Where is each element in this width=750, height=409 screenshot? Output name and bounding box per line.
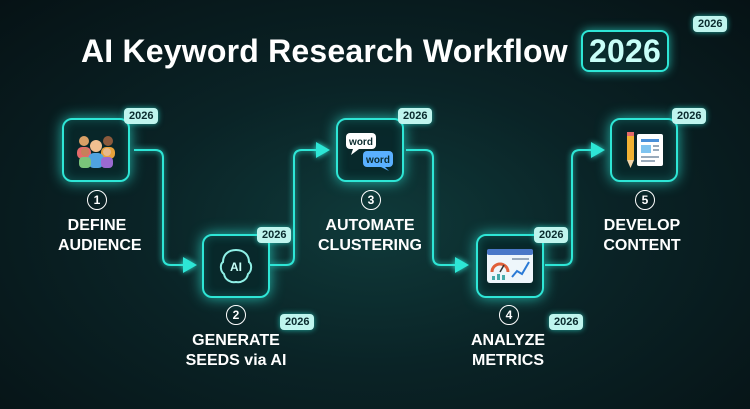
step-1-label-line2: AUDIENCE [58,237,142,254]
step-5-label-line1: DEVELOP [603,217,681,234]
step-4-number: 4 [499,305,519,325]
title-text: AI Keyword Research Workflow [80,33,568,69]
step-4-node [476,234,544,298]
step-1-node [62,118,130,182]
step-3-label-line2: CLUSTERING [318,237,422,254]
step-3-label-line1: AUTOMATE [325,217,415,234]
step-4-label-line2: METRICS [472,352,544,369]
word-bubble-2-text: word [365,155,390,166]
connector-4-5 [545,142,605,266]
step-3-node: word word [336,118,404,182]
step-2-node: AI [202,234,270,298]
step-3-label: AUTOMATE CLUSTERING [308,216,432,256]
document-pencil-icon [627,132,663,168]
audience-group-icon [77,136,115,168]
title-year: 2026 [581,30,669,72]
step-3-badge: 2026 [398,108,433,124]
word-bubbles-icon: word word [346,133,393,171]
step-2-label-line1: GENERATE [192,332,280,349]
step-2-label-line2: SEEDS via AI [185,352,287,369]
step-5-badge: 2026 [672,108,707,124]
ai-brain-icon: AI [219,248,253,284]
step-5-label-line2: CONTENT [603,237,681,254]
step-2-number: 2 [226,305,246,325]
step-1-label: DEFINE AUDIENCE [58,216,142,256]
step-4-badge: 2026 [534,227,569,243]
step-2-badge: 2026 [257,227,292,243]
step-5-node [610,118,678,182]
step-4-label: ANALYZE METRICS [456,331,560,371]
step-1-label-line1: DEFINE [67,217,127,234]
connector-3-4 [406,149,469,273]
page-title: AI Keyword Research Workflow 2026 [0,30,750,72]
step-3-number: 3 [361,190,381,210]
step-5-number: 5 [635,190,655,210]
ai-icon-text: AI [230,260,242,274]
step-2-extra-badge: 2026 [280,314,315,330]
title-badge: 2026 [693,16,728,32]
step-4-extra-badge: 2026 [549,314,584,330]
step-4-label-line1: ANALYZE [470,332,546,349]
step-5-label: DEVELOP CONTENT [596,216,688,256]
connector-2-3 [270,142,330,266]
step-1-number: 1 [87,190,107,210]
analytics-dashboard-icon [487,249,533,283]
connector-1-2 [134,149,197,273]
step-1-badge: 2026 [124,108,159,124]
word-bubble-1-text: word [348,137,373,148]
step-2-label: GENERATE SEEDS via AI [176,331,296,371]
